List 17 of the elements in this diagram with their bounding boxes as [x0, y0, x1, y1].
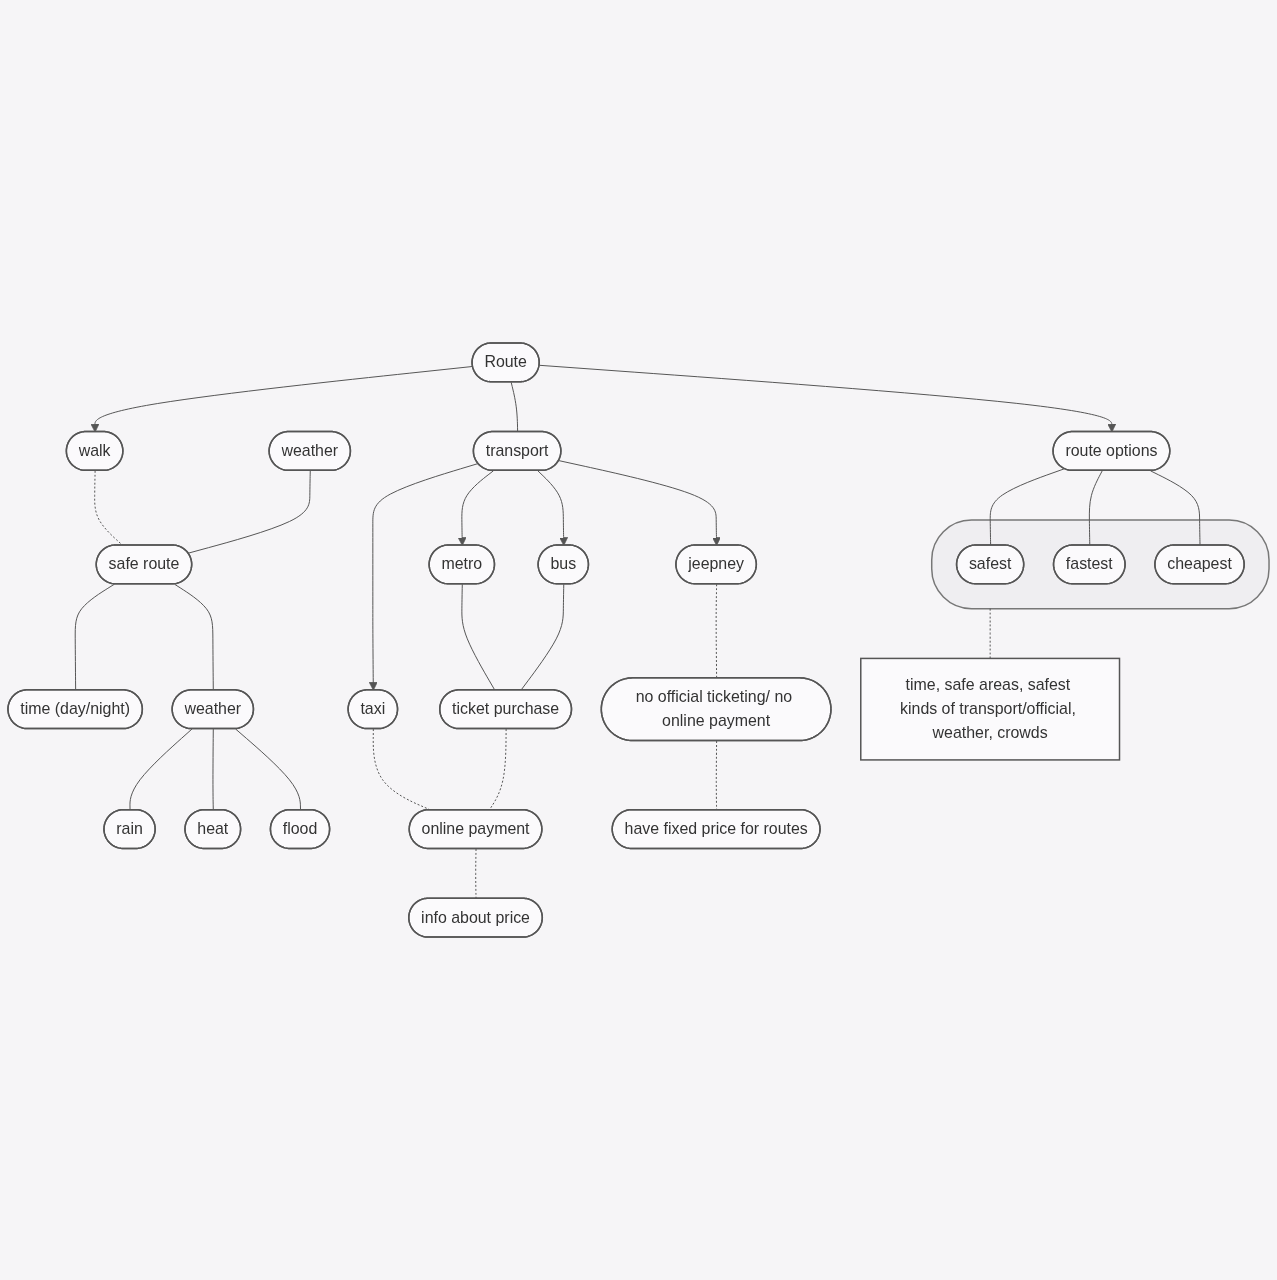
connector: [1150, 470, 1201, 546]
connector: [212, 728, 214, 811]
connector: [129, 728, 193, 811]
connector: [989, 468, 1065, 546]
connector: [235, 728, 301, 811]
connector: [74, 583, 115, 691]
connector: [1088, 470, 1103, 546]
connector: [94, 470, 124, 546]
connector: [461, 583, 496, 691]
connector: [174, 583, 214, 691]
connector: [510, 381, 519, 433]
connector: [520, 583, 565, 691]
connector: [488, 728, 507, 811]
connector: [989, 608, 991, 659]
arrow: [537, 470, 568, 546]
connector: [715, 583, 718, 679]
node-box: time, safe areas, safest kinds of transport/official, weather, crowds: [860, 657, 1121, 761]
